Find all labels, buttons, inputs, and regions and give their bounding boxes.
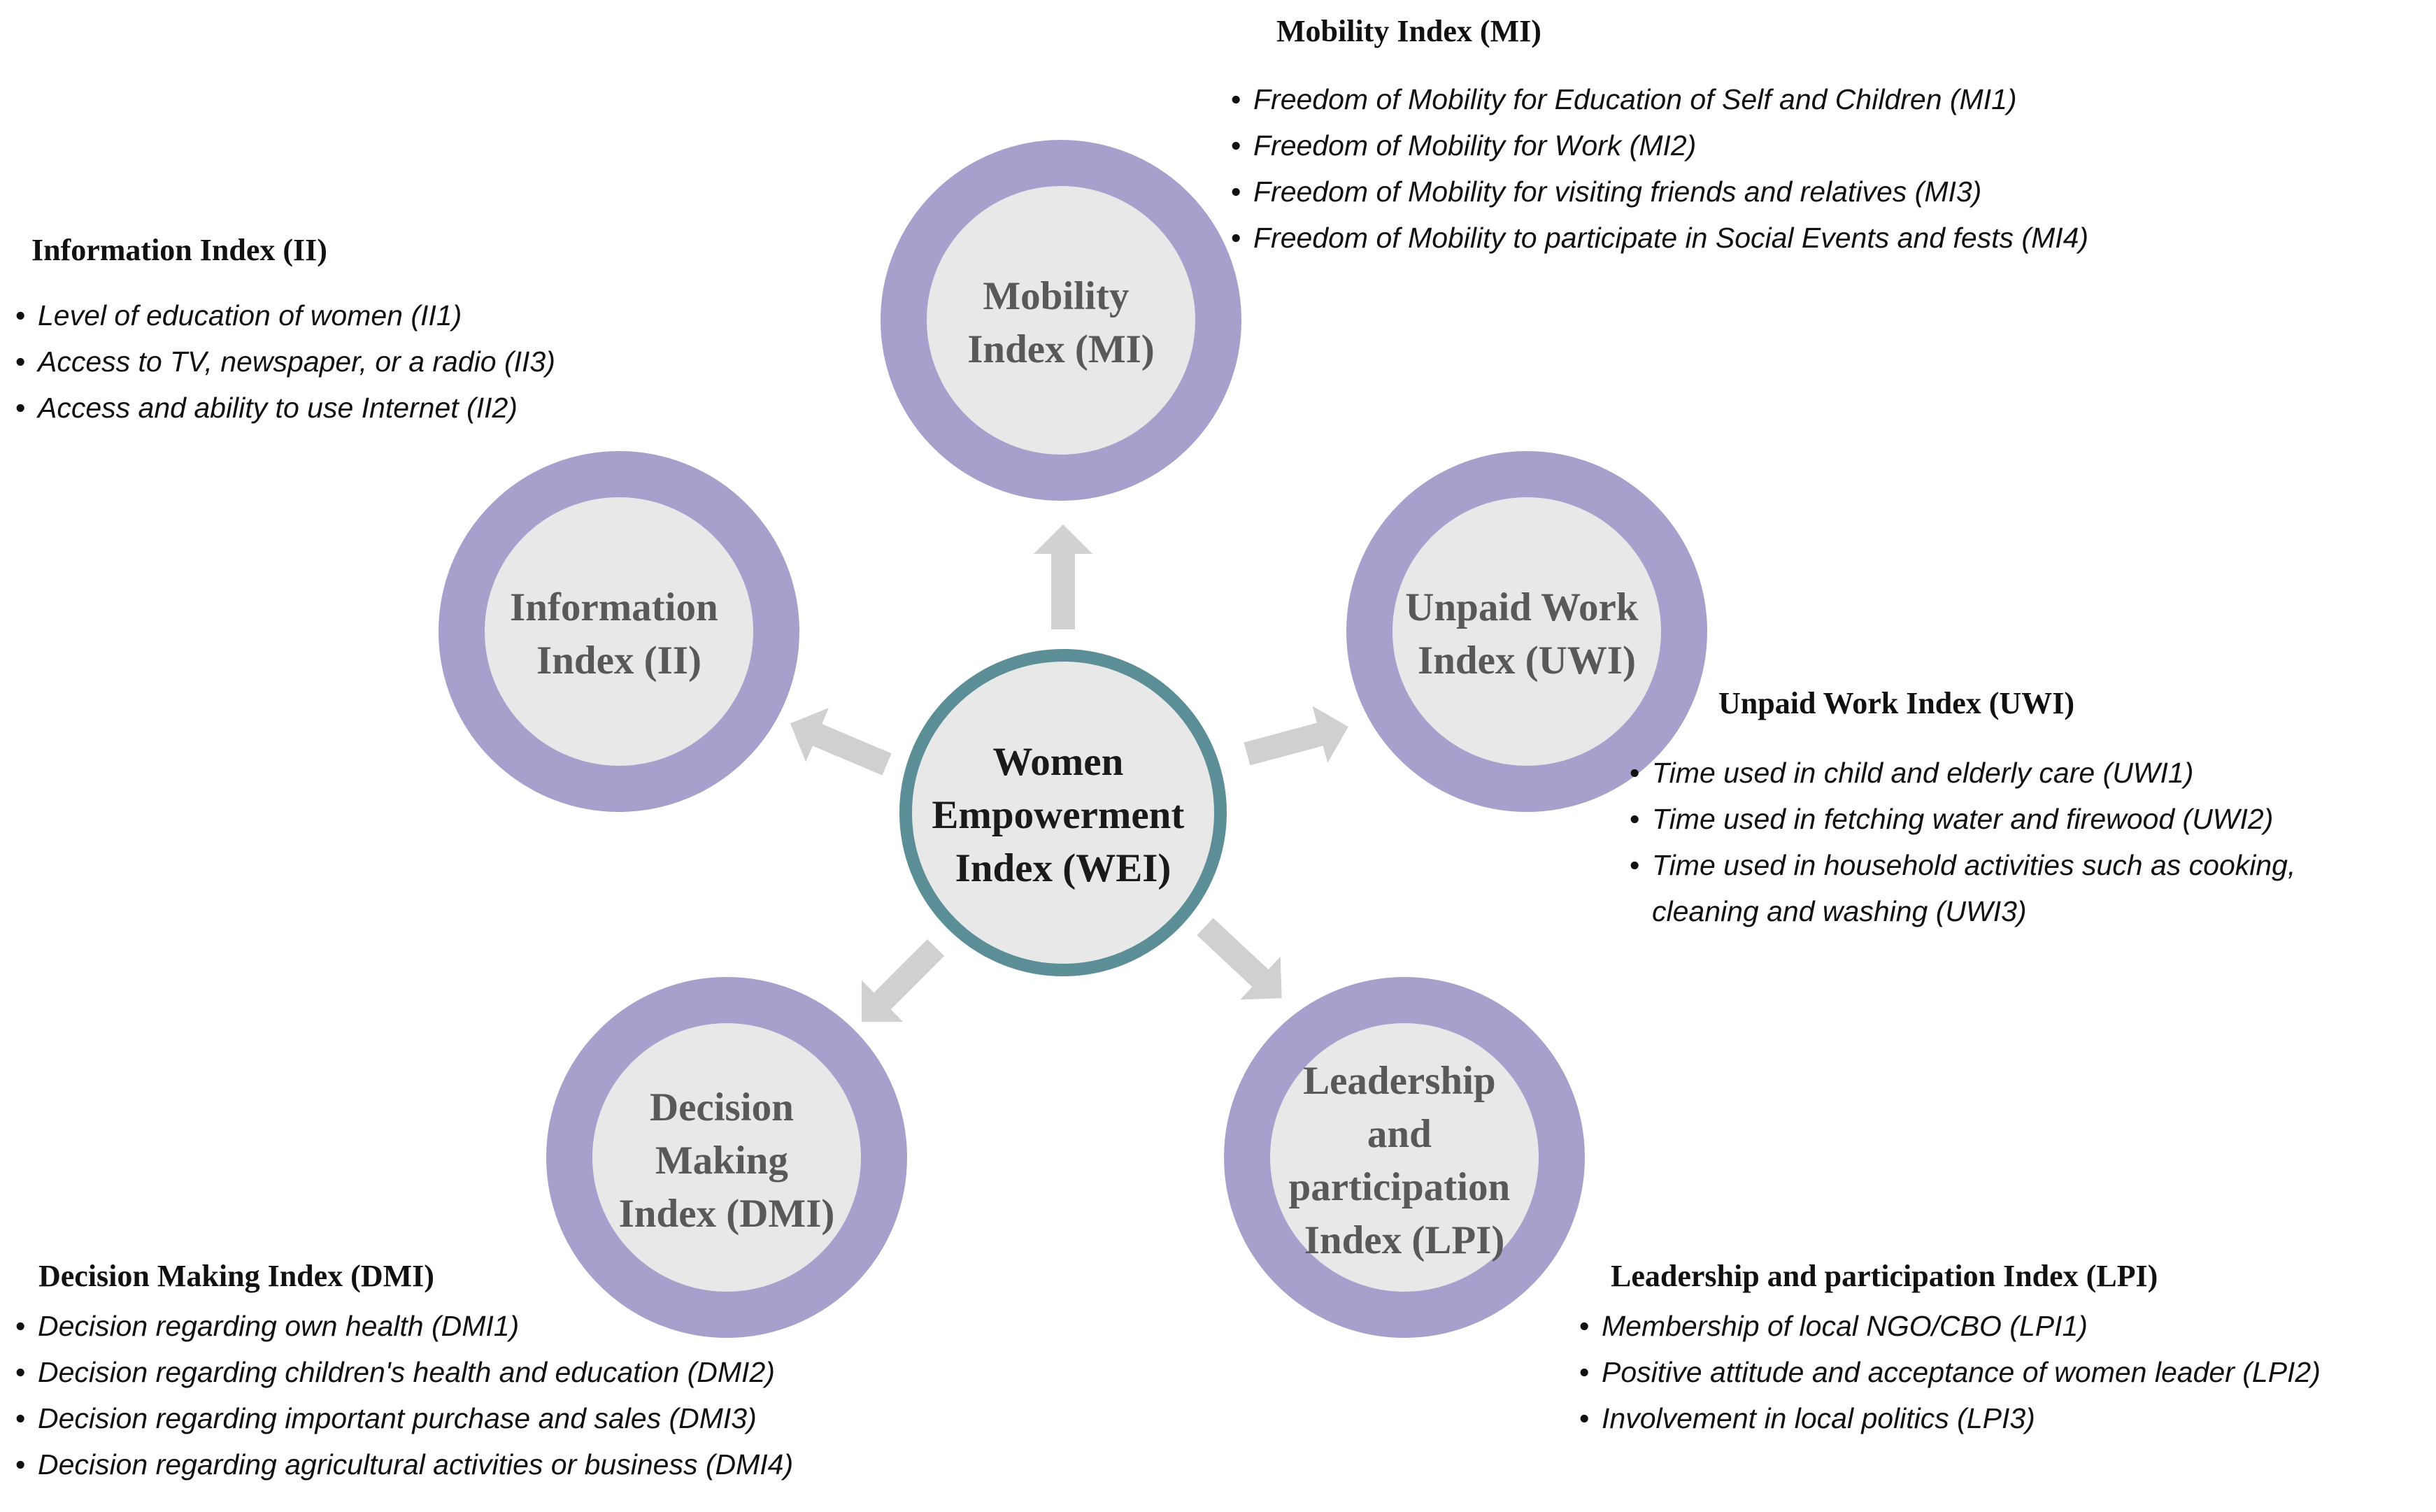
mobility-item: Freedom of Mobility for visiting friends… (1231, 169, 2088, 215)
unpaid-work-item: Time used in household activities such a… (1630, 842, 2295, 888)
mobility-item-list: Freedom of Mobility for Education of Sel… (1231, 76, 2088, 261)
mobility-item: Freedom of Mobility for Work (MI2) (1231, 122, 2088, 169)
node-information-line-1: Information (510, 585, 718, 629)
node-leadership-line-2: and (1367, 1112, 1432, 1156)
center-label-line-1: Women (992, 740, 1123, 784)
unpaid-work-item-list: Time used in child and elderly care (UWI… (1630, 750, 2295, 934)
node-mobility-line-2: Index (MI) (967, 327, 1155, 371)
decision-making-block-title: Decision Making Index (DMI) (38, 1259, 434, 1293)
decision-making-item: Decision regarding agricultural activiti… (15, 1441, 793, 1488)
node-information: Information Index (II) (439, 451, 799, 812)
decision-making-item-list: Decision regarding own health (DMI1) Dec… (15, 1303, 793, 1488)
node-leadership-line-3: participation (1289, 1165, 1511, 1209)
information-block-title: Information Index (II) (31, 233, 327, 267)
node-leadership-line-1: Leadership (1303, 1059, 1496, 1103)
mobility-item: Freedom of Mobility to participate in So… (1231, 215, 2088, 261)
node-decision-making-line-1: Decision (650, 1085, 794, 1129)
center-label-line-2: Empowerment (932, 793, 1184, 837)
mobility-block-title: Mobility Index (MI) (1276, 14, 1541, 48)
svg-text:Decision Making In: Decision Making Index (DMI) (619, 1085, 835, 1236)
node-center-wei: Women Empowerment Index (WEI) (899, 649, 1227, 976)
node-unpaid-work-line-2: Index (UWI) (1418, 639, 1636, 683)
arrow-to-decision-making (861, 939, 945, 1022)
unpaid-work-item: Time used in child and elderly care (UWI… (1630, 750, 2295, 796)
information-info-block: Information Index (II) Level of educatio… (15, 229, 555, 431)
decision-making-item: Decision regarding important purchase an… (15, 1395, 793, 1441)
node-mobility: Mobility Index (MI) (881, 140, 1241, 501)
information-item: Access to TV, newspaper, or a radio (II3… (15, 338, 555, 385)
arrow-to-information (790, 708, 892, 776)
decision-making-info-block: Decision Making Index (DMI) Decision reg… (15, 1255, 793, 1488)
node-leadership-line-4: Index (LPI) (1304, 1218, 1505, 1262)
leadership-item: Membership of local NGO/CBO (LPI1) (1579, 1303, 2321, 1349)
node-information-line-2: Index (II) (536, 639, 701, 683)
node-unpaid-work-line-1: Unpaid Work (1405, 585, 1638, 629)
node-unpaid-work: Unpaid Work Index (UWI) (1346, 451, 1707, 812)
center-label-line-3: Index (WEI) (955, 846, 1171, 890)
leadership-item: Involvement in local politics (LPI3) (1579, 1395, 2321, 1441)
unpaid-work-item: Time used in fetching water and firewood… (1630, 796, 2295, 842)
svg-text:Unpaid Work Index (UWI): Unpaid Work Index (UWI) (1405, 585, 1648, 683)
arrow-to-leadership (1197, 918, 1282, 1000)
arrow-to-mobility (1034, 525, 1092, 629)
svg-text:Information Index (II): Information Index (II) (510, 585, 728, 683)
unpaid-work-info-block: Unpaid Work Index (UWI) Time used in chi… (1630, 683, 2295, 934)
mobility-info-block: Mobility Index (MI) Freedom of Mobility … (1231, 10, 2088, 261)
information-item: Level of education of women (II1) (15, 292, 555, 338)
unpaid-work-item-continued: cleaning and washing (UWI3) (1652, 895, 2027, 927)
decision-making-item: Decision regarding children's health and… (15, 1349, 793, 1395)
decision-making-item: Decision regarding own health (DMI1) (15, 1303, 793, 1349)
leadership-item-list: Membership of local NGO/CBO (LPI1) Posit… (1579, 1303, 2321, 1441)
leadership-item: Positive attitude and acceptance of wome… (1579, 1349, 2321, 1395)
node-mobility-line-1: Mobility (983, 274, 1129, 318)
svg-text:Leadership and par: Leadership and participation Index (LPI) (1289, 1059, 1520, 1262)
node-leadership: Leadership and participation Index (LPI) (1224, 977, 1585, 1338)
unpaid-work-block-title: Unpaid Work Index (UWI) (1718, 686, 2074, 720)
node-decision-making-line-3: Index (DMI) (619, 1192, 835, 1236)
information-item: Access and ability to use Internet (II2) (15, 385, 555, 431)
svg-text:Mobility Index (MI): Mobility Index (MI) (967, 274, 1155, 371)
mobility-item: Freedom of Mobility for Education of Sel… (1231, 76, 2088, 122)
arrow-to-unpaid-work (1244, 706, 1348, 766)
node-decision-making-line-2: Making (655, 1139, 788, 1183)
leadership-block-title: Leadership and participation Index (LPI) (1611, 1259, 2158, 1293)
leadership-info-block: Leadership and participation Index (LPI)… (1579, 1255, 2321, 1441)
svg-text:Women Empowerment: Women Empowerment Index (WEI) (932, 740, 1194, 890)
information-item-list: Level of education of women (II1) Access… (15, 292, 555, 431)
